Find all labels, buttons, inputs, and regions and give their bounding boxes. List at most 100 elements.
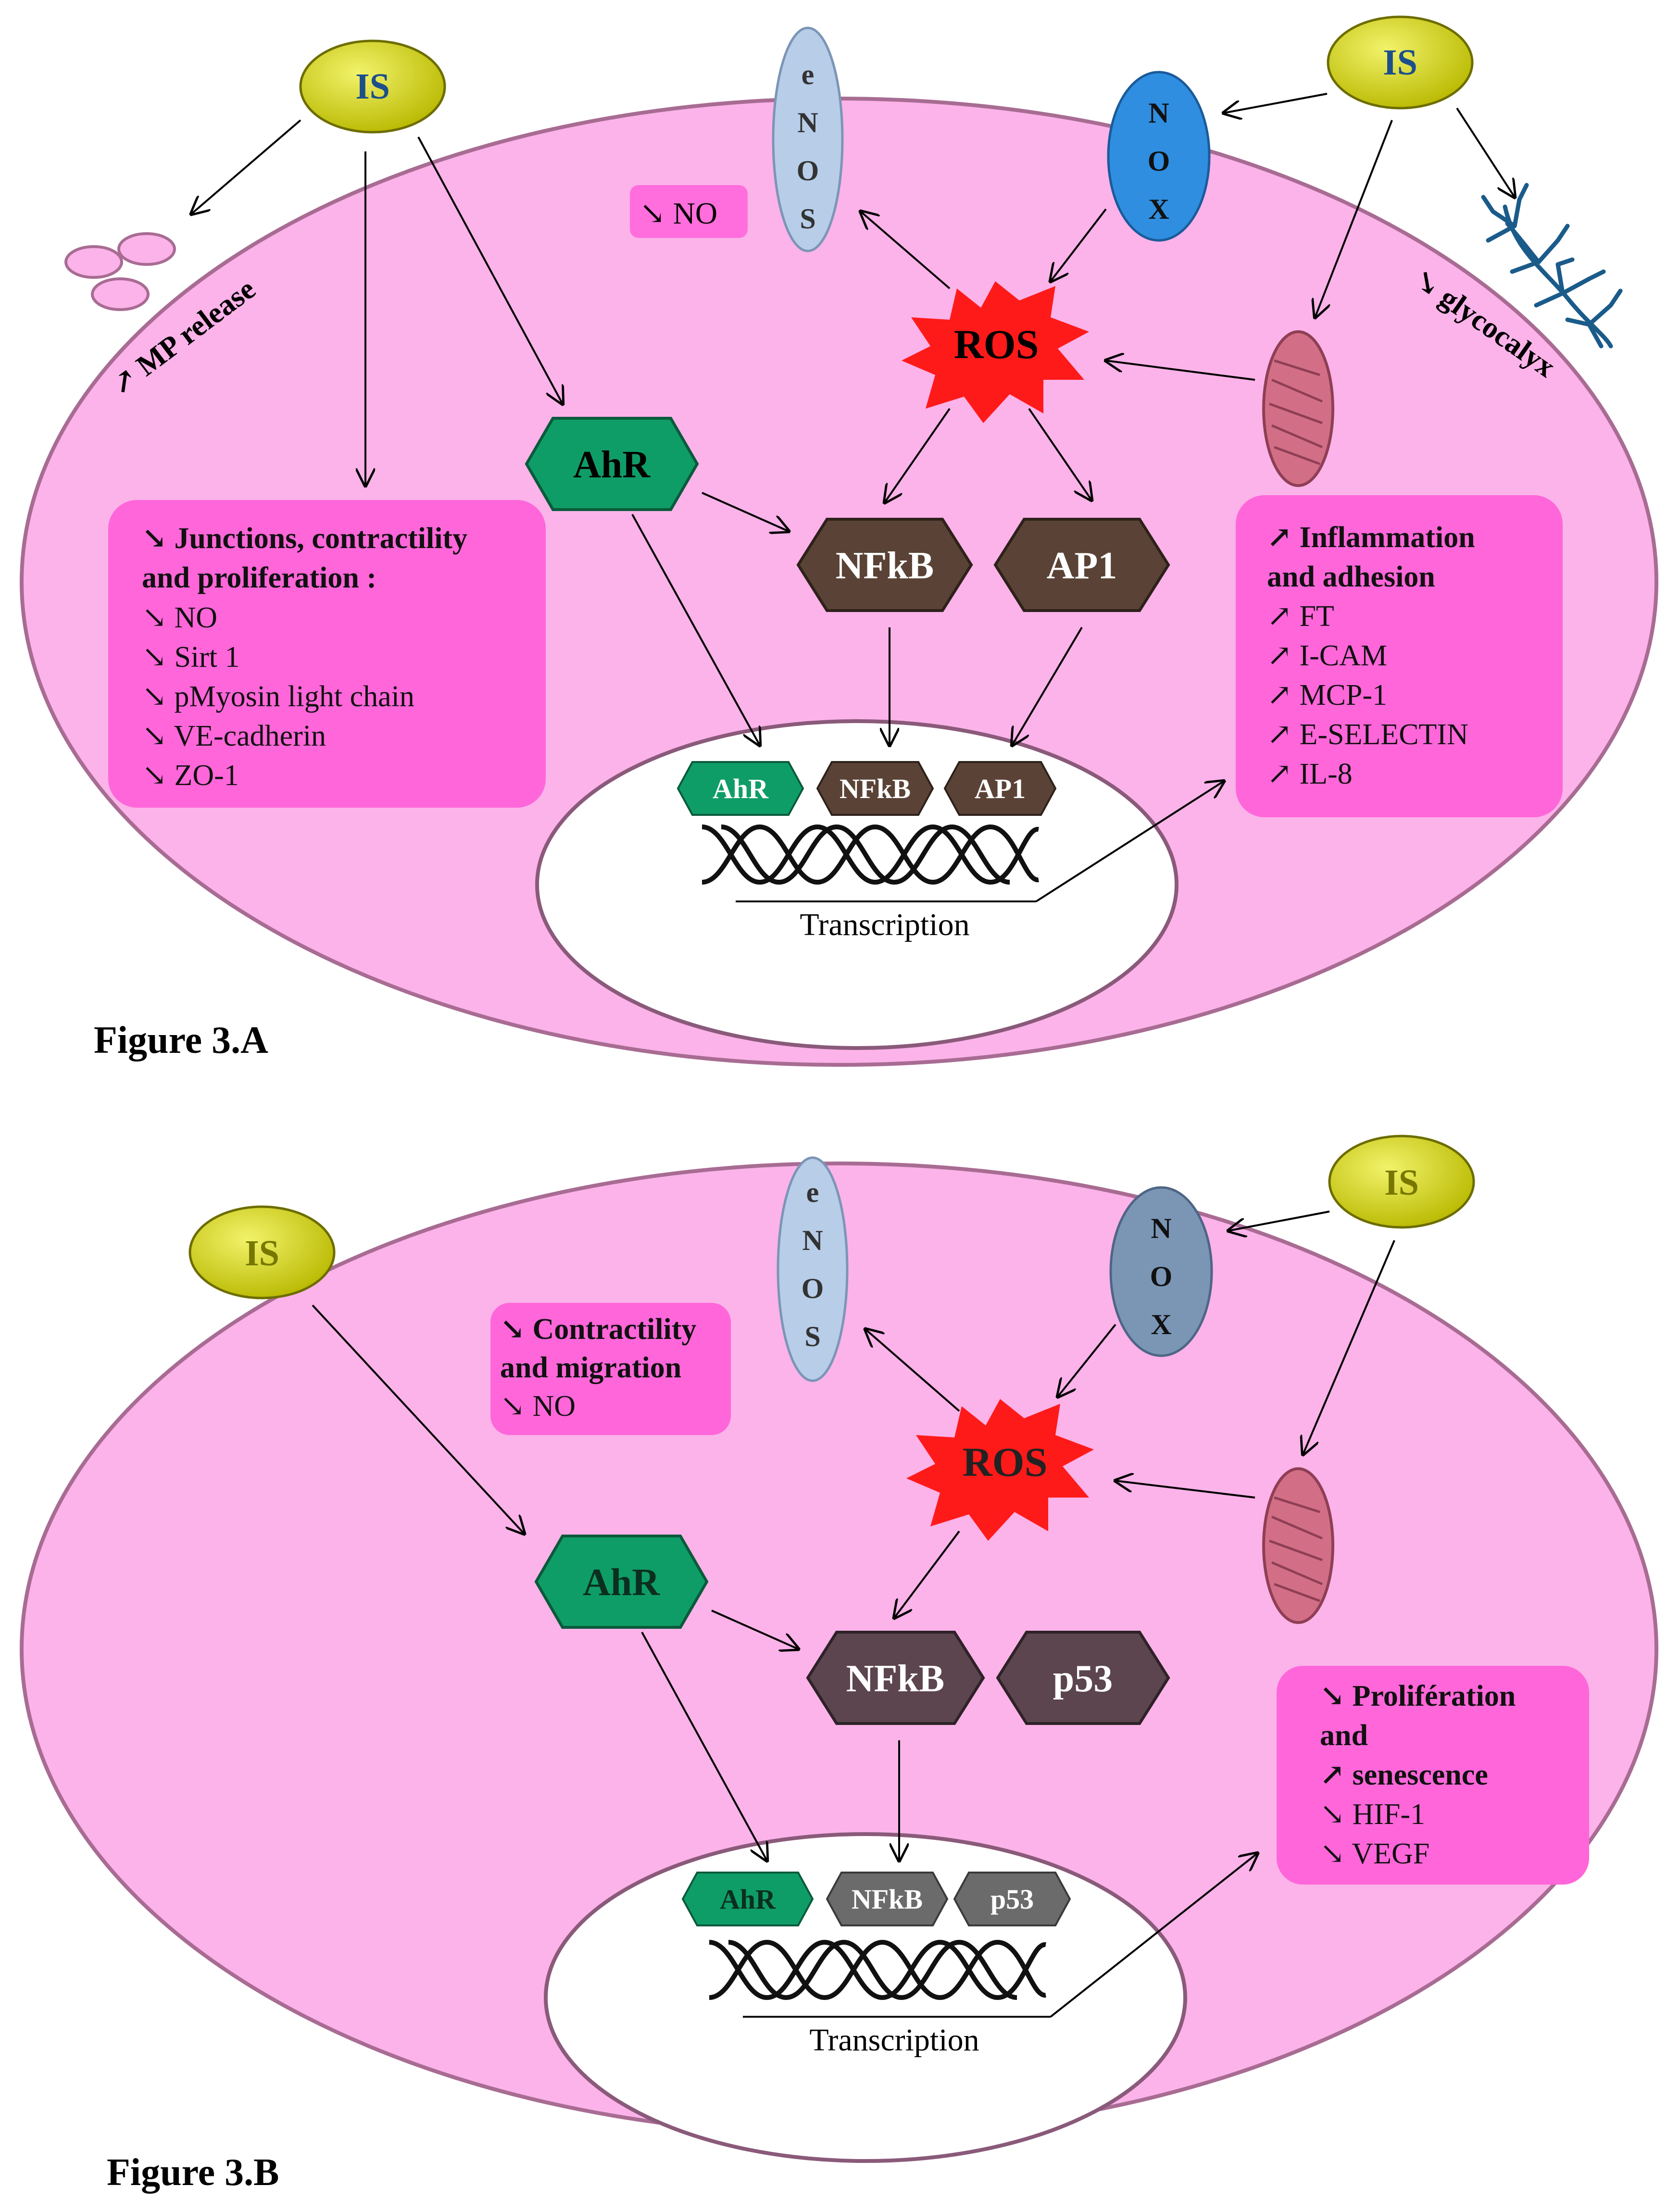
enos-a-letter: e	[802, 59, 815, 90]
ahr-b-label: AhR	[583, 1561, 660, 1604]
nucleus-nfkb-b	[826, 1872, 949, 1926]
nfkb-b-label: NFkB	[846, 1658, 945, 1700]
is-left-a-label: IS	[355, 66, 390, 107]
nucleus-p53-b	[953, 1872, 1071, 1926]
nox-b-letters: N O X	[1150, 1212, 1173, 1340]
ros-label-b: ROS	[963, 1439, 1048, 1485]
left-box-a-item: ↘ pMyosin light chain	[142, 680, 414, 713]
arrow	[1012, 626, 1083, 745]
right-box-b-title: ↘ Prolifération	[1320, 1680, 1516, 1712]
is-right-a-label: IS	[1383, 42, 1417, 83]
panel-a: ↗ MP release IS IS e N O S N O X ↘ NO	[20, 15, 1658, 1067]
dna-helix-icon	[702, 824, 1039, 885]
enos-a-letter: N	[797, 107, 818, 138]
is-right-b-label: IS	[1384, 1162, 1419, 1203]
microparticles-icon	[64, 232, 176, 311]
arrows-b	[312, 1211, 1395, 2018]
p53-b-label: p53	[1053, 1658, 1113, 1700]
arrow	[1303, 1240, 1395, 1454]
caption-a: Figure 3.A	[94, 1019, 268, 1062]
ahr-b	[534, 1535, 709, 1629]
arrow	[702, 492, 789, 531]
enos-a-letter: S	[800, 203, 815, 235]
arrow	[1058, 1324, 1116, 1397]
enos-b-letter: S	[804, 1321, 820, 1352]
arrow	[711, 1610, 798, 1649]
arrows-a	[191, 93, 1515, 902]
enos-b-letter: O	[802, 1273, 824, 1304]
nucleus-ap1-a	[943, 761, 1057, 816]
left-box-a-item: ↘ NO	[142, 601, 217, 634]
ros-label-a: ROS	[954, 321, 1039, 367]
arrow	[312, 1304, 524, 1534]
arrow	[1229, 1211, 1330, 1231]
ros-burst-icon	[906, 1399, 1094, 1541]
ap1-a-label: AP1	[1047, 545, 1117, 587]
arrow	[1050, 1853, 1257, 2018]
left-box-a-title: and proliferation :	[142, 562, 376, 594]
panel-b: IS IS e N O S N O X ↘ Contractility and …	[20, 1135, 1658, 2194]
arrow	[191, 119, 301, 214]
arrow	[885, 408, 951, 502]
transcription-label-b: Transcription	[809, 2023, 979, 2058]
ap1-a	[993, 518, 1170, 612]
arrow	[894, 1530, 960, 1618]
nfkb-b	[806, 1631, 985, 1725]
nucleus-nfkb-b-label: NFkB	[852, 1884, 923, 1915]
right-box-b	[1277, 1666, 1589, 1885]
ros-burst-icon	[902, 281, 1089, 423]
nox-a-letter: N	[1148, 97, 1169, 129]
nucleus-ahr-a-label: AhR	[713, 773, 769, 804]
enos-a	[772, 26, 844, 252]
arrow	[1116, 1481, 1255, 1499]
nucleus-p53-b-label: p53	[990, 1884, 1034, 1915]
left-box-b-title: ↘ Contractility	[500, 1313, 696, 1346]
arrow	[1315, 120, 1393, 317]
right-box-b-title: ↗ senescence	[1320, 1759, 1488, 1791]
nox-a-letter: O	[1148, 145, 1170, 177]
nfkb-a	[796, 518, 973, 612]
arrow	[1106, 361, 1255, 381]
arrow	[1456, 107, 1515, 197]
caption-b: Figure 3.B	[107, 2151, 279, 2194]
transcription-label-a: Transcription	[800, 907, 969, 942]
nox-b-letter: O	[1150, 1261, 1173, 1292]
right-box-a-item: ↗ I-CAM	[1267, 639, 1387, 672]
nox-a-letters: N O X	[1148, 97, 1170, 225]
enos-b-letter: N	[802, 1224, 823, 1256]
nfkb-a-label: NFkB	[836, 545, 934, 587]
right-box-b-item: ↘ HIF-1	[1320, 1798, 1425, 1831]
right-box-a-item: ↗ FT	[1267, 600, 1334, 633]
right-box-a	[1236, 495, 1563, 817]
right-box-b-title: and	[1320, 1719, 1368, 1752]
left-box-a-title: ↘ Junctions, contractility	[142, 522, 467, 555]
nucleus-ap1-a-label: AP1	[975, 773, 1026, 804]
p53-b	[996, 1631, 1170, 1725]
arrow	[1051, 208, 1107, 281]
enos-a-letters: e N O S	[797, 59, 819, 235]
left-box-b	[490, 1303, 731, 1435]
right-box-a-item: ↗ E-SELECTIN	[1267, 718, 1468, 751]
nox-a	[1107, 71, 1211, 242]
nox-a-letter: X	[1148, 193, 1169, 225]
right-box-a-title: ↗ Inflammation	[1267, 521, 1475, 554]
no-box-a	[630, 185, 748, 238]
right-box-a-item: ↗ IL-8	[1267, 758, 1353, 790]
arrow	[865, 1329, 960, 1412]
nucleus-nfkb-a	[816, 761, 934, 816]
mitochondrion-icon	[1262, 1467, 1334, 1624]
left-box-a-item: ↘ VE-cadherin	[142, 720, 326, 752]
mitochondrion-icon	[1262, 330, 1334, 487]
left-box-b-title: and migration	[500, 1351, 681, 1384]
is-left-b-label: IS	[245, 1233, 279, 1274]
dna-helix-icon	[709, 1939, 1046, 2000]
is-left-a	[299, 39, 446, 134]
is-right-b	[1328, 1135, 1475, 1229]
right-box-a-item: ↗ MCP-1	[1267, 679, 1387, 712]
is-right-a	[1327, 15, 1474, 110]
right-box-a-title: and adhesion	[1267, 561, 1435, 593]
nox-b-letter: N	[1151, 1212, 1171, 1244]
arrow	[417, 137, 563, 404]
no-label-a: ↘ NO	[639, 196, 717, 230]
nucleus-ahr-a	[677, 761, 804, 816]
